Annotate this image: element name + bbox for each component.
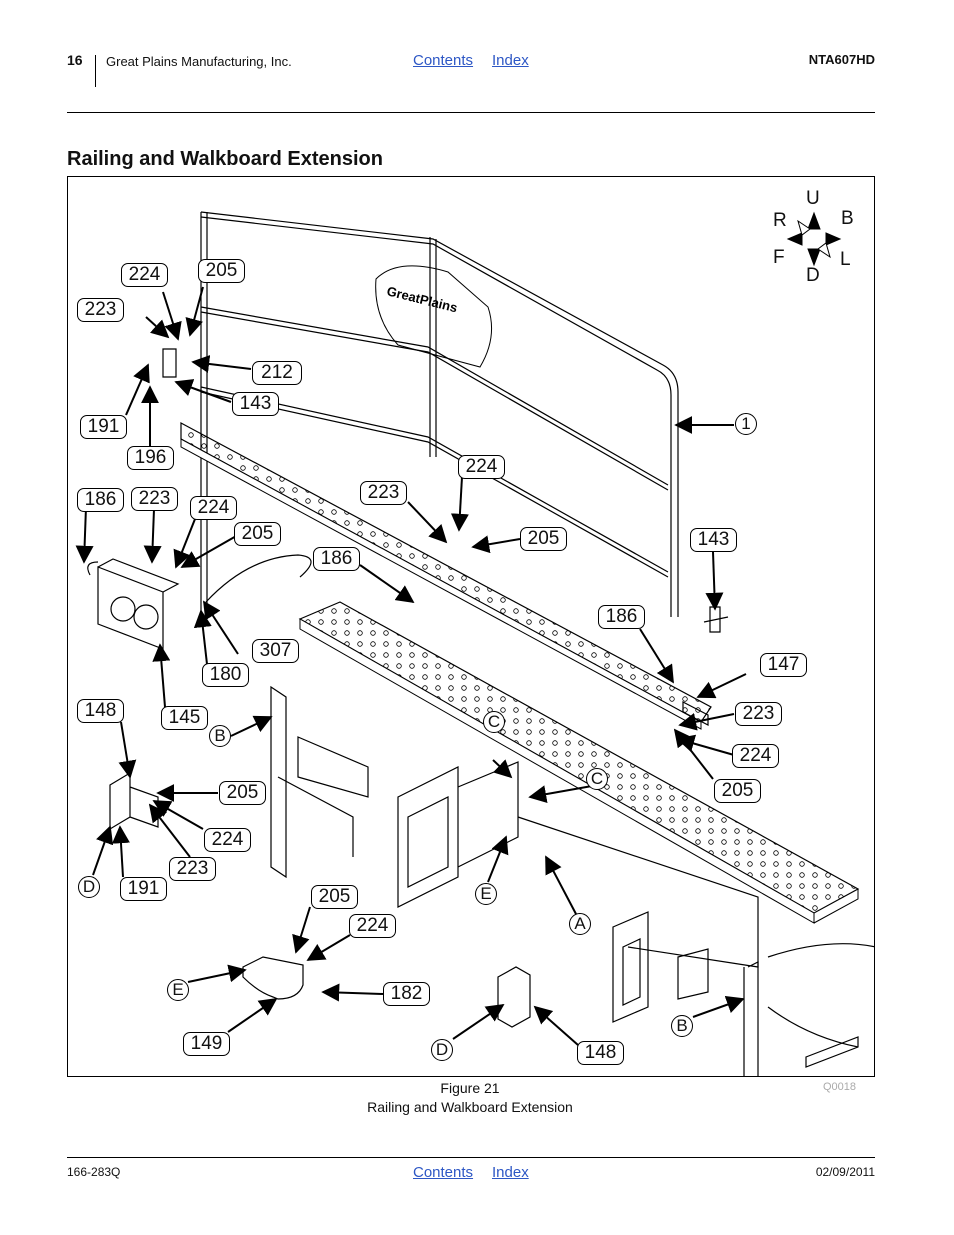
callout-149: 149: [183, 1032, 230, 1056]
bracket-149: [242, 956, 304, 1000]
bracket-148-lower: [497, 966, 531, 1028]
callout-186: 186: [598, 605, 645, 629]
hose: [205, 554, 312, 603]
figure-number: Figure 21: [440, 1080, 500, 1096]
callout-143: 143: [690, 528, 737, 552]
letter-callout-e: E: [167, 979, 189, 1001]
footer-rule: [67, 1157, 875, 1158]
callout-205: 205: [714, 779, 761, 803]
compass-right-label: R: [773, 210, 787, 231]
footer-contents-link[interactable]: Contents: [413, 1164, 474, 1181]
callout-191: 191: [80, 415, 127, 439]
callout-180: 180: [202, 663, 249, 687]
callout-307: 307: [252, 639, 299, 663]
letter-callout-b: B: [209, 725, 231, 747]
figure-code: Q0018: [823, 1081, 857, 1093]
letter-callout-d: D: [431, 1039, 453, 1061]
compass-down-label: D: [806, 265, 820, 286]
letter-callout-c: C: [586, 768, 608, 790]
callout-223: 223: [131, 487, 178, 511]
callout-196: 196: [127, 446, 174, 470]
frame-structure: [270, 685, 874, 1076]
callout-148: 148: [77, 699, 124, 723]
compass-rose-icon: [786, 211, 842, 267]
header-divider: [95, 55, 96, 87]
callout-224: 224: [349, 914, 396, 938]
light-panel: [87, 558, 180, 650]
bracket-143: [703, 606, 729, 633]
figure-frame: GreatPlains: [67, 176, 875, 1077]
callout-1: 1: [735, 413, 757, 435]
callout-205: 205: [219, 781, 266, 805]
company-name: Great Plains Manufacturing, Inc.: [106, 54, 292, 69]
callout-148: 148: [577, 1041, 624, 1065]
callout-145: 145: [161, 706, 208, 730]
callout-205: 205: [234, 522, 281, 546]
callout-223: 223: [735, 702, 782, 726]
bracket-147: [682, 701, 709, 726]
compass-up-label: U: [806, 188, 820, 209]
callout-205: 205: [520, 527, 567, 551]
callout-224: 224: [458, 455, 505, 479]
header-index-link[interactable]: Index: [492, 52, 529, 69]
callout-212: 212: [252, 361, 302, 385]
callout-143: 143: [232, 392, 279, 416]
model-number: NTA607HD: [808, 52, 875, 67]
leader-arrows: [75, 286, 747, 1046]
letter-callout-d: D: [78, 876, 100, 898]
compass-back-label: B: [841, 208, 854, 229]
figure-caption: Railing and Walkboard Extension: [367, 1099, 573, 1115]
header-rule: [67, 112, 875, 113]
callout-147: 147: [760, 653, 807, 677]
callout-223: 223: [169, 857, 216, 881]
letter-callout-a: A: [569, 913, 591, 935]
letter-callout-c: C: [483, 711, 505, 733]
railing-logo-text: GreatPlains: [385, 283, 459, 315]
footer-index-link[interactable]: Index: [492, 1164, 529, 1181]
callout-186: 186: [313, 547, 360, 571]
parts-illustration: GreatPlains: [75, 211, 874, 1076]
callout-224: 224: [190, 496, 237, 520]
publication-date: 02/09/2011: [815, 1165, 875, 1179]
callout-191: 191: [120, 877, 167, 901]
lower-walkboard: [298, 601, 860, 924]
page-number: 16: [67, 52, 83, 68]
bracket-212: [162, 348, 177, 378]
letter-callout-b: B: [671, 1015, 693, 1037]
bracket-148-upper: [109, 771, 159, 831]
callout-182: 182: [383, 982, 430, 1006]
document-number: 166-283Q: [67, 1165, 121, 1179]
callout-224: 224: [204, 828, 251, 852]
letter-callout-e: E: [475, 883, 497, 905]
callout-223: 223: [77, 298, 124, 322]
callout-223: 223: [360, 481, 407, 505]
callout-186: 186: [77, 488, 124, 512]
section-title: Railing and Walkboard Extension: [67, 148, 383, 170]
callout-205: 205: [311, 885, 358, 909]
header-contents-link[interactable]: Contents: [413, 52, 474, 69]
callout-205: 205: [198, 259, 245, 283]
compass-front-label: F: [773, 247, 785, 268]
callout-224: 224: [732, 744, 779, 768]
callout-224: 224: [121, 263, 168, 287]
compass-left-label: L: [840, 249, 851, 270]
